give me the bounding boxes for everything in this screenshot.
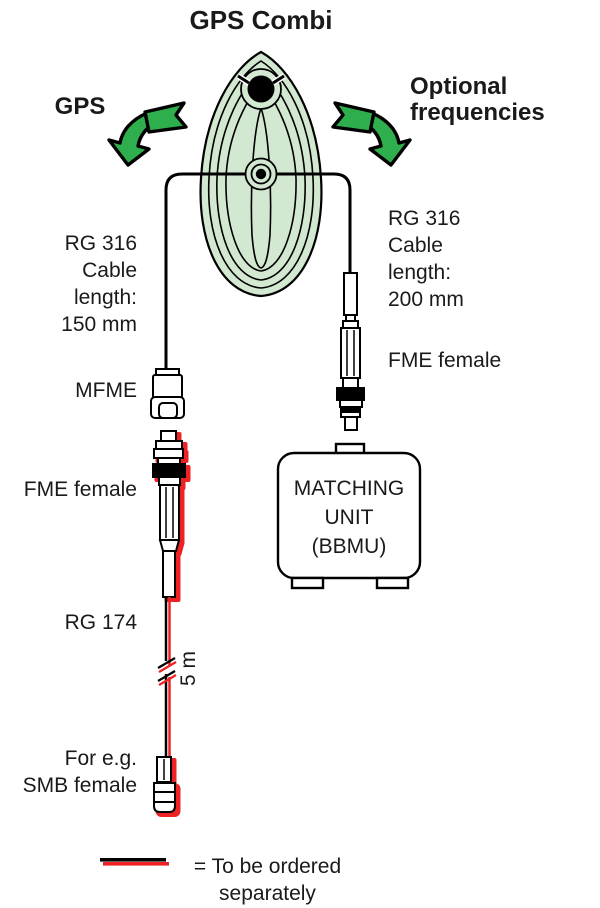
cable-break-icon xyxy=(157,657,177,686)
matching-unit-label: MATCHING UNIT (BBMU) xyxy=(293,477,405,558)
mfme-connector-icon xyxy=(150,368,185,419)
page-title: GPS Combi xyxy=(189,5,333,35)
fme-female-right-label: FME female xyxy=(388,349,502,372)
legend-label: = To be ordered separately xyxy=(193,855,342,905)
smb-female-label: For e.g. SMB female xyxy=(22,747,137,797)
antenna-top-contact-icon xyxy=(236,68,286,110)
optional-frequencies-arrow-icon xyxy=(331,101,412,167)
fme-female-left-label: FME female xyxy=(23,478,137,501)
gps-output-label: GPS xyxy=(54,93,106,120)
antenna-feed-contact-icon xyxy=(244,157,278,191)
smb-connector-icon xyxy=(153,756,176,813)
gps-arrow-icon xyxy=(107,101,188,167)
cable-length-5m-label: 5 m xyxy=(177,650,200,686)
matching-unit-box xyxy=(276,442,422,590)
rg174-cable-label: RG 174 xyxy=(64,611,137,634)
fme-female-connector-icon xyxy=(152,430,186,598)
fme-female-right-connector-icon xyxy=(336,272,365,431)
optional-frequencies-label: Optional frequencies xyxy=(410,73,545,126)
rg174-cable-icon xyxy=(157,597,177,760)
legend-line-icon xyxy=(100,858,169,866)
right-cable-spec-label: RG 316 Cable length: 200 mm xyxy=(388,207,464,311)
left-cable-spec-label: RG 316 Cable length: 150 mm xyxy=(61,232,137,336)
mfme-connector-label: MFME xyxy=(75,379,137,402)
